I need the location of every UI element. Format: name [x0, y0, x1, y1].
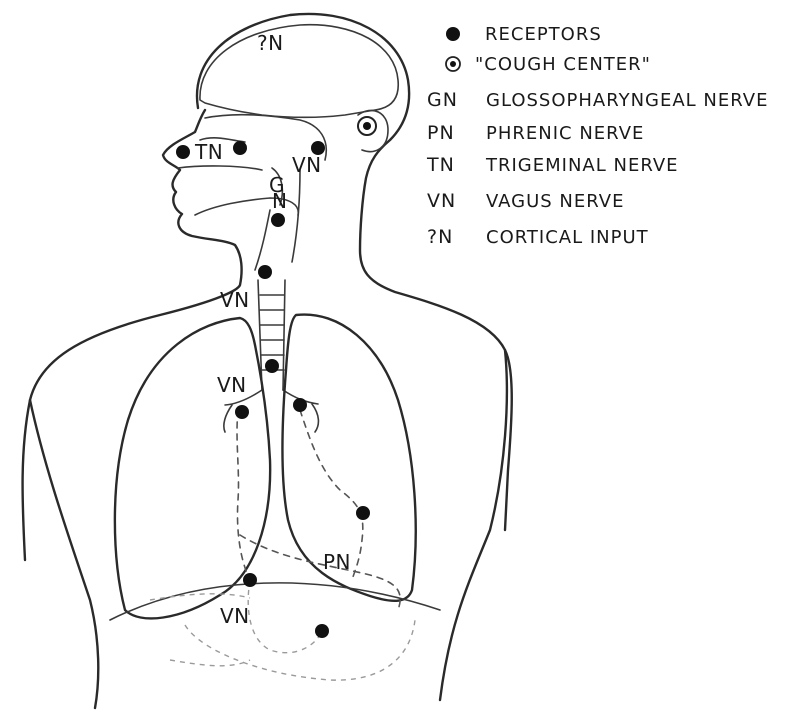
legend-receptor-dot	[446, 27, 460, 41]
legend-cough-center: "COUGH CENTER"	[475, 54, 651, 75]
legend-cough-center-dot	[446, 57, 460, 71]
vagus-nerve-left-path	[237, 410, 250, 580]
right-lung	[115, 318, 270, 618]
torso-left	[30, 400, 98, 708]
legend-cortical: CORTICAL INPUT	[486, 227, 649, 248]
legend: RECEPTORS "COUGH CENTER" GN GLOSSOPHARYN…	[426, 24, 768, 248]
lungs	[115, 315, 416, 619]
receptor-dot	[235, 405, 249, 419]
receptor-dot	[293, 398, 307, 412]
receptor-dot	[233, 141, 247, 155]
torso-right	[440, 350, 507, 700]
legend-vagus: VAGUS NERVE	[486, 191, 624, 212]
legend-abbr-tn: TN	[426, 154, 455, 176]
label-cortical: ?N	[257, 31, 284, 55]
label-vagus-bronchi: VN	[217, 373, 247, 397]
legend-abbr-pn: PN	[427, 122, 455, 144]
ear-outline	[358, 110, 388, 151]
legend-abbr-cortical: ?N	[427, 226, 453, 248]
trachea-rings	[260, 295, 284, 370]
trachea-outline	[258, 280, 285, 390]
receptor-dot	[271, 213, 285, 227]
receptor-dot	[176, 145, 190, 159]
abdomen	[110, 583, 440, 680]
receptor-dot	[356, 506, 370, 520]
receptor-dot	[265, 359, 279, 373]
label-phrenic: PN	[323, 550, 351, 574]
label-vagus-head: VN	[292, 153, 322, 177]
cough-center-marker	[358, 117, 376, 135]
legend-receptors: RECEPTORS	[485, 24, 602, 45]
label-trigeminal: TN	[194, 140, 223, 164]
label-vagus-larynx: VN	[220, 288, 250, 312]
receptor-dot	[315, 624, 329, 638]
label-vagus-abdomen: VN	[220, 604, 250, 628]
stomach-outline	[185, 620, 415, 680]
legend-abbr-vn: VN	[427, 190, 456, 212]
receptor-dot	[243, 573, 257, 587]
legend-phrenic: PHRENIC NERVE	[486, 123, 644, 144]
label-glosso-n: N	[272, 189, 287, 213]
legend-glossopharyngeal: GLOSSOPHARYNGEAL NERVE	[486, 90, 768, 111]
legend-abbr-gn: GN	[427, 89, 458, 111]
anatomical-labels: ?N TN VN G N VN VN PN VN	[194, 31, 351, 628]
legend-trigeminal: TRIGEMINAL NERVE	[485, 155, 679, 176]
abdominal-vagus-path	[248, 580, 322, 653]
receptor-dot	[258, 265, 272, 279]
